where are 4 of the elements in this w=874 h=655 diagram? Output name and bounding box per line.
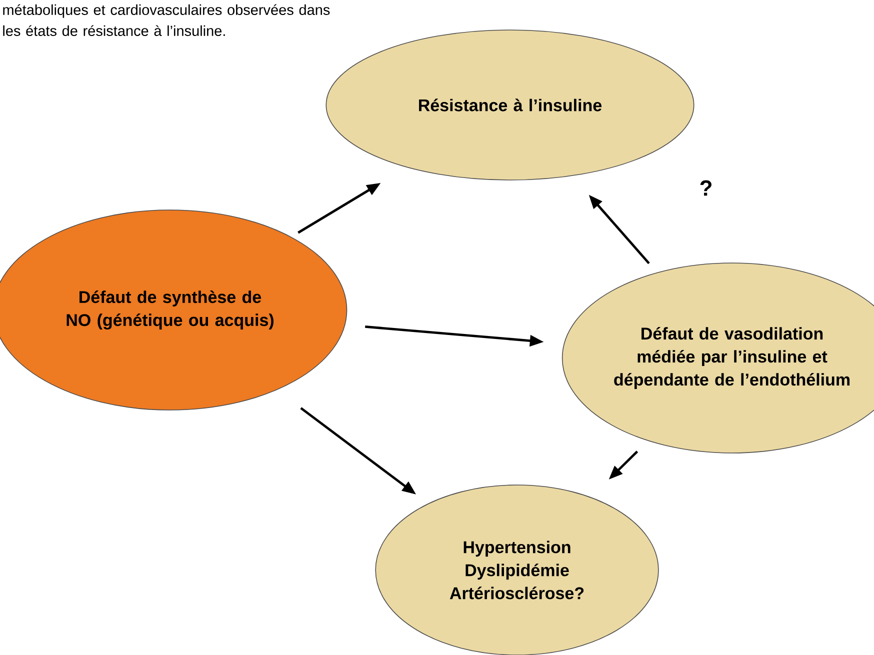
ellipse-node: Défaut de vasodilation médiée par l’insuline et dépendante de l’endothélium (562, 262, 874, 454)
ellipse-node: Hypertension Dyslipidémie Artériosclérose? (375, 484, 659, 655)
edge-label: ? (700, 180, 712, 196)
ellipse-node: Résistance à l’insuline (326, 30, 694, 180)
